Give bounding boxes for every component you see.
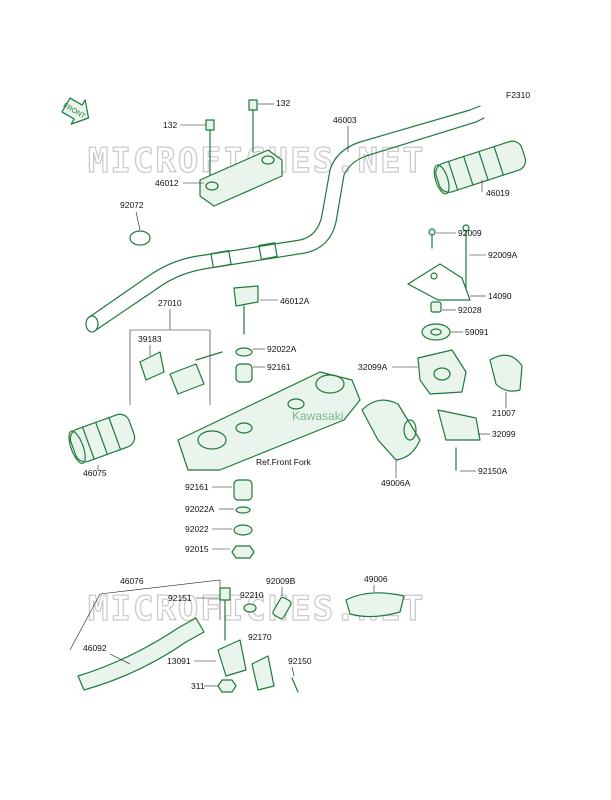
label-32099: 32099	[492, 429, 516, 439]
diagram-code: F2310	[506, 90, 530, 100]
lower-clamp-icon	[233, 285, 259, 335]
label-92161-top: 92161	[267, 362, 291, 372]
label-92151: 92151	[168, 593, 192, 603]
label-132b: 132	[276, 98, 290, 108]
adjuster-icon	[272, 596, 292, 620]
throttle-cover-icon	[489, 354, 523, 392]
switch-assembly-box	[129, 329, 223, 405]
throttle-grip-icon	[361, 399, 421, 461]
label-132a: 132	[163, 120, 177, 130]
label-49006a: 49006A	[381, 478, 411, 488]
lower-collar-icon	[233, 479, 253, 501]
label-59091: 59091	[465, 327, 489, 337]
collar-icon	[235, 363, 253, 383]
label-92170: 92170	[248, 632, 272, 642]
lower-washer-a-icon	[235, 506, 251, 514]
steering-stem-bracket-icon	[177, 371, 361, 471]
ref-front-fork: Ref.Front Fork	[256, 457, 312, 467]
label-13091: 13091	[167, 656, 191, 666]
lever-holder-icon	[217, 587, 247, 693]
label-92210: 92210	[240, 590, 264, 600]
label-46012: 46012	[155, 178, 179, 188]
upper-clamp-icon	[199, 149, 283, 207]
label-92022a-top: 92022A	[267, 344, 297, 354]
nut-icon	[231, 545, 255, 559]
lever-cover-icon	[345, 592, 405, 618]
left-grip-icon	[68, 413, 136, 464]
grommet-icon	[421, 323, 451, 341]
right-grip-icon	[433, 140, 527, 195]
throttle-clamp-icon	[437, 409, 481, 441]
label-92022: 92022	[185, 524, 209, 534]
label-46075: 46075	[83, 468, 107, 478]
label-39183: 39183	[138, 334, 162, 344]
label-21007: 21007	[492, 408, 516, 418]
label-92150a: 92150A	[478, 466, 508, 476]
label-27010: 27010	[158, 298, 182, 308]
label-32099a: 32099A	[358, 362, 388, 372]
label-46003: 46003	[333, 115, 357, 125]
lever-washer-icon	[243, 603, 257, 613]
lever-clamp-icon	[251, 655, 275, 691]
washer-icon	[235, 347, 253, 357]
handlebar-icon	[85, 105, 485, 333]
front-arrow-icon: FRONT	[61, 97, 90, 125]
label-92072: 92072	[120, 200, 144, 210]
label-14090: 14090	[488, 291, 512, 301]
switch-bracket-icon	[407, 224, 471, 313]
label-92015: 92015	[185, 544, 209, 554]
label-46019: 46019	[486, 188, 510, 198]
label-92022a-bot: 92022A	[185, 504, 215, 514]
screw-92150-icon	[291, 677, 299, 693]
label-92150: 92150	[288, 656, 312, 666]
throttle-housing-icon	[417, 349, 467, 395]
label-311: 311	[191, 681, 205, 691]
clutch-lever-icon	[77, 617, 205, 691]
lower-washer-icon	[233, 524, 253, 536]
brand-watermark: Kawasaki	[292, 409, 343, 423]
label-92028: 92028	[458, 305, 482, 315]
clip-icon	[129, 230, 151, 246]
part-labels: 132 132 46003 46012 46019 92072 92009 92…	[83, 98, 518, 691]
label-49006: 49006	[364, 574, 388, 584]
label-92009a: 92009A	[488, 250, 518, 260]
label-46012a: 46012A	[280, 296, 310, 306]
label-92009b: 92009B	[266, 576, 296, 586]
label-92161-bot: 92161	[185, 482, 209, 492]
label-46076: 46076	[120, 576, 144, 586]
label-92009: 92009	[458, 228, 482, 238]
label-46092: 46092	[83, 643, 107, 653]
